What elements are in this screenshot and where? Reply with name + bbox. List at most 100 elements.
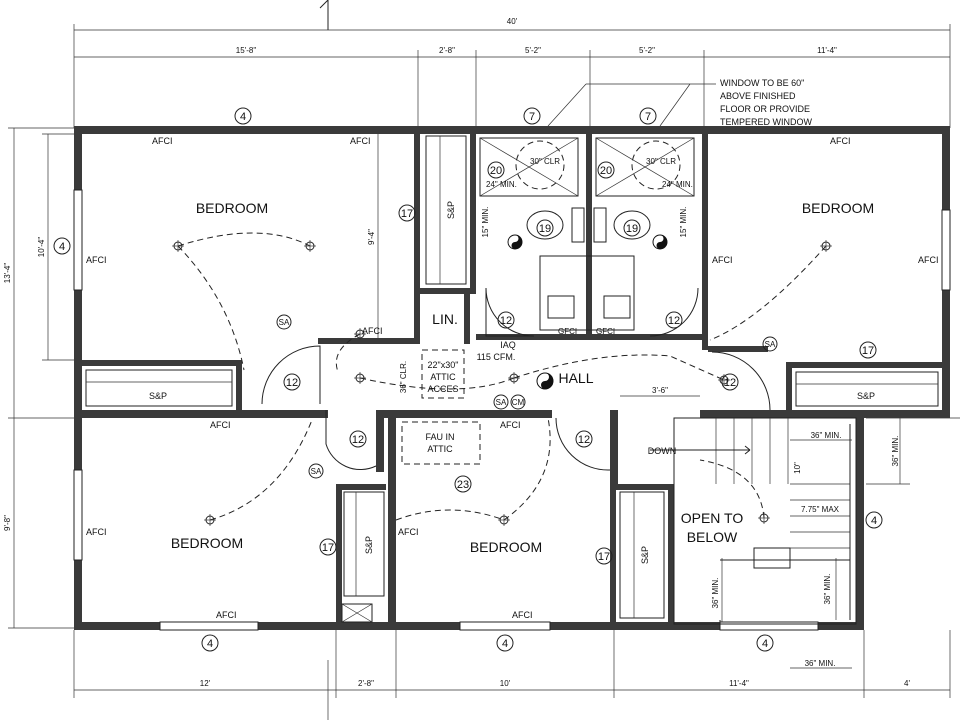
dim-top-5: 11'-4" [817,46,837,55]
dim-bottom-1: 12' [200,679,211,688]
dim-riser: 10" [793,462,802,474]
window-tag: 4 [207,638,213,650]
dim-left-inner-1: 10'-4" [37,237,46,258]
hvac-notes: IAQ 115 CFM. 22"x30" ATTIC ACCES FAU IN … [425,340,515,454]
closet-tag: 17 [862,345,874,357]
outlet-labels: AFCI AFCI AFCI AFCI AFCI AFCI AFCI AFCI … [86,136,939,620]
dim-left-inner-2: 9'-4" [367,229,376,245]
fau-label-1: FAU IN [425,432,454,442]
smoke-alarm-label: SA [279,318,290,327]
bath-note-tag: 7 [529,111,535,123]
room-label-open-to-below-1: OPEN TO [681,510,744,526]
dimension-lines [8,0,960,720]
afci-label: AFCI [512,610,533,620]
window-note-line-1: WINDOW TO BE 60" [720,78,804,88]
dim-right: 36" MIN. [891,436,900,467]
dim-top-2: 2'-8" [439,46,455,55]
dim-top-4: 5'-2" [639,46,655,55]
window-note-line-2: ABOVE FINISHED [720,91,796,101]
shelf-pole-label: S&P [364,536,374,554]
afci-label: AFCI [152,136,173,146]
shelf-pole-label: S&P [446,201,456,219]
door-tag: 12 [352,434,364,446]
dimension-text: 40' 15'-8" 2'-8" 5'-2" 5'-2" 11'-4" 12' … [3,17,910,688]
windows [73,189,951,631]
door-tag: 12 [578,434,590,446]
dim-bottom-3: 10' [500,679,511,688]
window-tag: 4 [59,241,65,253]
dim-stair-top: 36" MIN. [811,431,842,440]
fau-label-2: ATTIC [427,444,453,454]
smoke-alarm-label: SA [311,467,322,476]
dim-bottom-5: 4' [904,679,910,688]
dim-tread: 7.75" MAX [801,505,840,514]
afci-label: AFCI [362,326,383,336]
closet-tag: 17 [401,208,413,220]
door-tag: 12 [724,377,736,389]
toilet-tag: 19 [539,223,551,235]
gfci-label: GFCI [558,327,577,336]
doors [261,287,771,626]
dim-top-1: 15'-8" [236,46,257,55]
afci-label: AFCI [918,255,939,265]
bath-note-tag: 7 [645,111,651,123]
window-note-line-4: TEMPERED WINDOW [720,117,813,127]
clear-label: 30" CLR [646,157,676,166]
dim-left-2: 9'-8" [3,515,12,531]
window-note: WINDOW TO BE 60" ABOVE FINISHED FLOOR OR… [720,78,813,127]
afci-label: AFCI [210,420,231,430]
min-clearance-label: 15" MIN. [679,207,688,238]
afci-label: AFCI [350,136,371,146]
detectors: SA SA SA SA CM [276,314,778,479]
window-note-leaders [547,83,716,127]
afci-label: AFCI [398,527,419,537]
shower-tag: 20 [600,165,612,177]
dim-left-1: 13'-4" [3,263,12,284]
window-note-line-3: FLOOR OR PROVIDE [720,104,810,114]
switch-legs [177,232,827,521]
fau-tag: 23 [457,479,469,491]
shelf-pole-label: S&P [640,546,650,564]
toilet-tag: 19 [626,223,638,235]
bath-notes: 30" CLR 30" CLR 24" MIN. 24" MIN. 15" MI… [399,157,693,393]
attic-access-acces: ACCES [427,384,458,394]
min-clearance-label: 15" MIN. [481,207,490,238]
gfci-label: GFCI [596,327,615,336]
afci-label: AFCI [500,420,521,430]
fau-box [401,421,481,465]
closets [85,135,939,623]
room-label-bedroom-nw: BEDROOM [196,200,268,216]
room-label-bedroom-s: BEDROOM [470,539,542,555]
closet-tag: 17 [598,551,610,563]
dim-stair-right: 36" MIN. [823,574,832,605]
dim-bottom-2: 2'-8" [358,679,374,688]
iaq-label: IAQ [500,340,516,350]
window-tag: 4 [502,638,508,650]
dim-bath-width: 3'-6" [652,386,668,395]
min-clearance-label: 24" MIN. [662,180,693,189]
dim-top-3: 5'-2" [525,46,541,55]
afci-label: AFCI [216,610,237,620]
attic-access-attic: ATTIC [430,372,456,382]
dim-stair-left: 36" MIN. [711,578,720,609]
stair [650,417,857,625]
room-label-bedroom-sw: BEDROOM [171,535,243,551]
afci-label: AFCI [830,136,851,146]
dim-overall: 40' [507,17,518,26]
tags: 4 4 4 4 4 4 7 7 20 20 19 19 17 17 17 17 … [53,107,883,652]
sp-labels: S&P S&P S&P S&P S&P [149,201,875,564]
afci-label: AFCI [86,255,107,265]
min-clearance-label: 24" MIN. [486,180,517,189]
room-label-linen: LIN. [432,311,458,327]
window-tag: 4 [240,111,246,123]
room-label-hall: HALL [558,370,593,386]
smoke-alarm-label: SA [765,340,776,349]
window-tag: 4 [762,638,768,650]
dim-stair-bottom: 36" MIN. [805,659,836,668]
shower-tag: 20 [490,165,502,177]
stair-down-label: DOWN [648,446,677,456]
room-label-bedroom-ne: BEDROOM [802,200,874,216]
closet-tag: 17 [322,542,334,554]
attic-access-box [421,349,465,399]
